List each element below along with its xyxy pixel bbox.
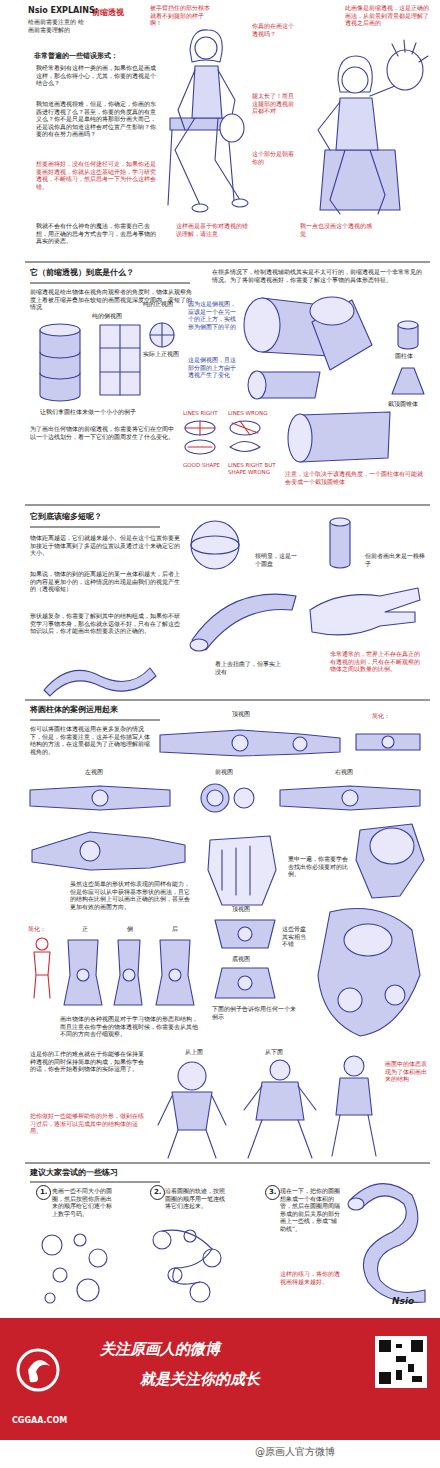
slogan-text: 就是关注你的成长 — [140, 1370, 260, 1389]
note-text: 后 — [172, 925, 182, 933]
note-text: Nsio — [392, 1296, 432, 1307]
note-text: 我一点也没画这个透视的感觉 — [300, 222, 372, 237]
note-text: 正 — [82, 925, 92, 933]
step-number-text: 1. — [40, 1188, 48, 1197]
note-text: 将圆柱体的案例运用起来 — [30, 705, 180, 715]
note-text: LINES RIGHT — [183, 410, 225, 417]
note-text: 很明显，这是一个圆盘 — [255, 552, 300, 567]
note-text: 被手臂挡住的部分根本就看不到腿部的样子啊！ — [150, 4, 212, 27]
note-text: 它到底该缩多短呢？ — [30, 512, 180, 522]
note-text: 此画像是前缩透视，这是正确的画法，从前景到背景都是理解了透视之后画的 — [345, 4, 430, 27]
note-text: 注意，这个取决于该透视角度，一个圆柱体有可能就会变成一个截顶圆锥体 — [285, 470, 425, 485]
note-text: 简化： — [372, 712, 402, 720]
step-number-text: 2. — [154, 1188, 162, 1197]
note-text: 物体距离越远，它们就越来越小。但是在这个位置你要更加接近于物体离到了多远的位置以… — [30, 534, 180, 557]
note-text: 侧 — [127, 925, 137, 933]
note-text: 沿着圆圈的轨迹，按照圆圈的顺序用一笔连线将它们连起来。 — [165, 1187, 227, 1210]
note-text: 前视图 — [215, 768, 245, 776]
note-text: 想要画得好，没有任何捷径可走，如果你还是要画好透视，你就从这些基础开始，学习研究… — [36, 160, 156, 190]
note-text: 建议大家尝试的一些练习 — [30, 1168, 180, 1178]
note-text: 非常普遍的一些错误形式： — [34, 52, 154, 60]
note-text: 这是你的工作的难点就在于你能够在保持某种透视的同时保持简单的构成，如果你学会的话… — [30, 1050, 148, 1073]
note-text: 但前者画出来是一根棒子 — [365, 552, 425, 567]
note-text: 底视图 — [232, 955, 262, 963]
note-text: 简化： — [28, 925, 58, 933]
note-text: 截顶圆锥体 — [388, 400, 433, 408]
note-text: 这样画是基于你对透视的错误理解，请注意 — [176, 222, 248, 237]
slogan-text: 关注原画人的微博 — [100, 1340, 220, 1359]
note-text: 你可以将圆柱体透视运用在更多复杂的情况下，但是，你需要注意，这并不是你描写人体结… — [30, 725, 150, 755]
note-text: GOOD SHAPE — [183, 462, 225, 469]
note-text: 纯的侧视图 — [92, 312, 137, 320]
note-text: 非常通常的，世界上不存在真正的有透视的法则，只有在不断观察的物体之间以数量的比例… — [330, 650, 425, 673]
note-text: 我就不会有什么神奇的魔法，你需要自己去想，用正确的思考方式去学习，去思考事物的真… — [36, 222, 156, 245]
footer-band: 关注原画人的微博就是关注你的成长 CGGAA.COM — [0, 1318, 440, 1440]
note-text: 顶视图 — [232, 905, 262, 913]
note-text: 我经常看到有这样一类的画，如果你也是画成这样，那么你得小心，尤其，你要的透视是个… — [36, 64, 156, 87]
step-number: 3. — [265, 1185, 280, 1200]
note-text: Nsio EXPLAINS: — [28, 6, 98, 16]
note-text: 在很多情况下，绘制透视辅助线其实是不太可行的，前缩透视是一个非常常见的情况。为了… — [212, 268, 427, 283]
note-text: 它（前缩透视）到底是什么？ — [30, 268, 200, 278]
note-text: 右视图 — [335, 768, 365, 776]
note-text: 为了画出任何物体的前缩透视，你需要将它们在空间中以一个边线划分，看一下它们的圆周… — [30, 425, 175, 440]
note-text: 因为这是侧视图，应该是一个在另一个的正上方，实线形为侧面下的平的 — [188, 300, 236, 330]
note-text: 这是侧视图，且这部分圆的上方由于透视产生了变化 — [188, 356, 236, 379]
page-title: 前缩透视 — [92, 8, 152, 18]
note-text: 实际上正视图 — [143, 350, 188, 358]
note-text: 从下面 — [265, 1048, 295, 1056]
note-text: 把你做好一些能够帮助你的外形，做到在练习过后，逐渐可以完成其中的结构体的运用。 — [30, 1112, 148, 1135]
step-number-text: 3. — [269, 1188, 277, 1197]
note-text: 这样的练习，将你的透视画得越来越好。 — [280, 1270, 342, 1285]
note-text: LINES RIGHT BUT SHAPE WRONG — [228, 462, 280, 476]
note-text: 左视图 — [85, 768, 115, 776]
note-text: 虽然这些简单的形状对你表现的同样有能力，但是你应可以从中获得基本形状的画法，且它… — [70, 880, 195, 910]
note-text: 下面的例子告诉你用任何一个来例示 — [212, 1005, 297, 1020]
note-text: 画出物体的各种视图是对于学习物体的形态和结构，而且注意在你学会的物体透视时候，你… — [60, 1015, 200, 1038]
note-text: 腿太长了！而且这腿部的透视前后都不对 — [252, 92, 296, 115]
note-text: 这个部分是朝着你的 — [252, 150, 296, 165]
note-text: 如果说，物体的到的距离越近的某一点体积越大，后者上的内容是更加小的，这种情况的出… — [30, 570, 180, 593]
note-text: 看上去扭曲了，但事实上没有 — [215, 660, 285, 675]
note-text: 顶视图 — [232, 710, 262, 718]
note-text: 这些骨盆其实相当不错 — [282, 925, 310, 948]
note-text: 画面中的体态表现为了体积画出来的结构 — [385, 1060, 430, 1083]
note-text: 圆柱体 — [395, 352, 427, 360]
step-number: 2. — [150, 1185, 165, 1200]
note-text: 形状越复杂，你需要了解到其中的结构组成，如果你不研究学习事物本身，那么你就永远做… — [30, 612, 180, 635]
note-text: 你真的在画这个透视吗？ — [252, 22, 296, 37]
note-text: 让我们拿圆柱体来做一个小小的例子 — [40, 408, 175, 416]
note-text: 现在一下，把你的圆圈想象成一个有体积的管，然后在圆圈用间隔形成的前后关系的部分画… — [280, 1187, 342, 1232]
note-text: 重申一遍，你需要学会去找出你必须要对的比例。 — [288, 855, 350, 878]
note-text: @原画人官方微博 — [255, 1446, 375, 1459]
note-text: LINES WRONG — [228, 410, 270, 417]
note-text: 先画一些不同大小的圆圈，然后按照你所画出来的顺序给它们逐个标上数字号码。 — [52, 1187, 114, 1217]
note-text: 纯的正视图 — [143, 300, 188, 308]
site-name: CGGAA.COM — [12, 1416, 67, 1426]
note-text: 绘画前需要注意的 绘画前需要理解的 — [28, 18, 86, 33]
step-number: 1. — [36, 1185, 51, 1200]
note-text: 我知道画透视很难，但是，你确定，你画的东西进行透视了么？甚至，你要的角度真的有意… — [36, 100, 156, 138]
note-text: 从上面 — [185, 1048, 215, 1056]
note-text: 前缩透视是绘出物体在视角向观察者的角度时，物体从观察角度上看被压缩并叠加在较短的… — [30, 288, 195, 311]
